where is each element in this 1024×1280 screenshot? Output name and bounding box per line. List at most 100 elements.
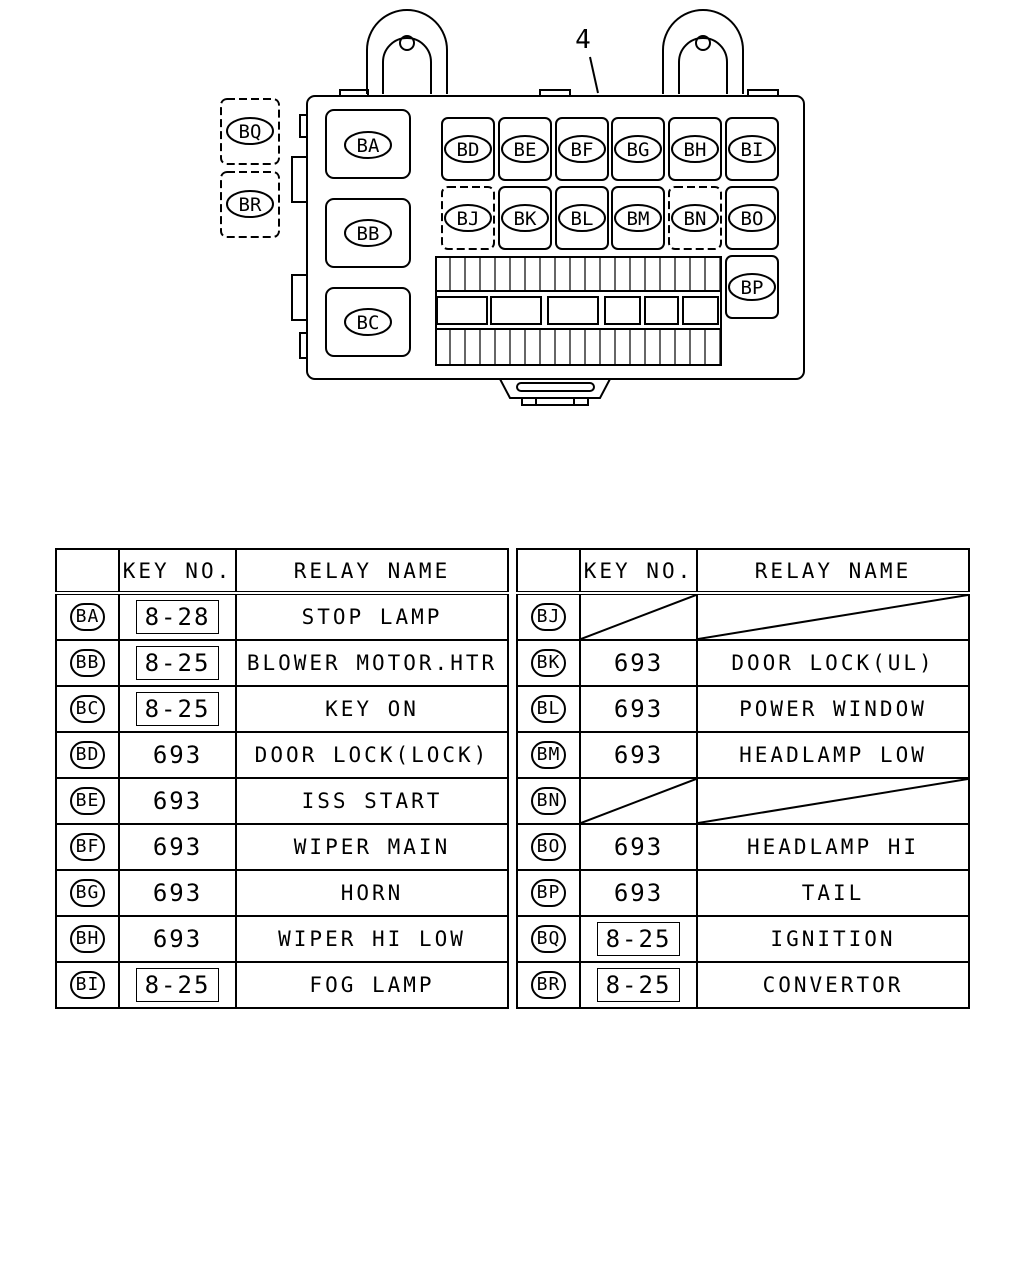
svg-text:BQ: BQ xyxy=(239,121,262,143)
key-no-cell: 693 xyxy=(118,915,237,963)
relay-name-cell: IGNITION xyxy=(696,915,970,963)
relay-name: DOOR LOCK(LOCK) xyxy=(254,743,490,767)
relay-code: BG xyxy=(69,879,106,907)
relay-code-cell: BM xyxy=(516,731,581,779)
relay-name-cell: BLOWER MOTOR.HTR xyxy=(235,639,509,687)
relay-label-bd: BD xyxy=(444,135,492,163)
svg-text:BE: BE xyxy=(514,139,537,161)
relay-code: BM xyxy=(530,741,567,769)
relay-code-cell: BP xyxy=(516,869,581,917)
relay-code-cell: BK xyxy=(516,639,581,687)
relay-name: STOP LAMP xyxy=(301,605,443,629)
key-no-cell: 8-28 xyxy=(118,592,237,641)
key-no-cell: 693 xyxy=(118,823,237,871)
relay-code: BP xyxy=(530,879,567,907)
relay-code-cell: BC xyxy=(55,685,120,733)
relay-label-ba: BA xyxy=(344,131,392,159)
key-no-cell: 8-25 xyxy=(579,915,698,963)
svg-text:BN: BN xyxy=(684,208,707,230)
relay-label-bb: BB xyxy=(344,219,392,247)
empty-cell-slash xyxy=(698,779,968,823)
relay-label-bf: BF xyxy=(558,135,606,163)
relay-label-br: BR xyxy=(226,190,274,218)
key-no-cell: 693 xyxy=(579,823,698,871)
relay-code-cell: BQ xyxy=(516,915,581,963)
relay-name: ISS START xyxy=(301,789,443,813)
key-no: 693 xyxy=(152,787,203,815)
relay-code-cell: BJ xyxy=(516,592,581,641)
key-no: 8-25 xyxy=(596,922,681,956)
empty-cell-slash xyxy=(698,595,968,639)
key-no-cell: 8-25 xyxy=(579,961,698,1009)
svg-text:BF: BF xyxy=(571,139,594,161)
relay-name: HEADLAMP LOW xyxy=(739,743,927,767)
relay-code-cell: BL xyxy=(516,685,581,733)
relay-box-body xyxy=(306,95,805,380)
relay-code: BC xyxy=(69,695,106,723)
relay-code: BR xyxy=(530,971,567,999)
relay-label-bq: BQ xyxy=(226,117,274,145)
key-no: 693 xyxy=(152,833,203,861)
key-no-cell: 693 xyxy=(579,639,698,687)
svg-text:BP: BP xyxy=(741,277,764,299)
relay-code-cell: BO xyxy=(516,823,581,871)
svg-text:BB: BB xyxy=(357,223,380,245)
right-mount-ear xyxy=(662,9,744,94)
relay-label-bk: BK xyxy=(501,204,549,232)
relay-name: IGNITION xyxy=(770,927,896,951)
table-row: BG 693 HORN xyxy=(55,869,509,917)
relay-label-be: BE xyxy=(501,135,549,163)
relay-code-cell: BI xyxy=(55,961,120,1009)
relay-code: BK xyxy=(530,649,567,677)
relay-code-cell: BG xyxy=(55,869,120,917)
relay-code: BB xyxy=(69,649,106,677)
svg-text:BH: BH xyxy=(684,139,707,161)
table-row: BM 693 HEADLAMP LOW xyxy=(516,731,970,779)
relay-code: BQ xyxy=(530,925,567,953)
relay-code: BJ xyxy=(530,603,567,631)
svg-text:BR: BR xyxy=(239,194,262,216)
left-mount-hole xyxy=(399,35,415,51)
relay-code-cell: BD xyxy=(55,731,120,779)
relay-name-cell: KEY ON xyxy=(235,685,509,733)
relay-name-cell: ISS START xyxy=(235,777,509,825)
svg-text:BL: BL xyxy=(571,208,594,230)
relay-code-cell: BH xyxy=(55,915,120,963)
relay-label-bi: BI xyxy=(728,135,776,163)
relay-label-bc: BC xyxy=(344,308,392,336)
relay-name: FOG LAMP xyxy=(309,973,435,997)
key-no: 693 xyxy=(152,879,203,907)
relay-name-cell: DOOR LOCK(LOCK) xyxy=(235,731,509,779)
key-no-cell: 693 xyxy=(118,777,237,825)
svg-text:BO: BO xyxy=(741,208,764,230)
part-number-label: 4 xyxy=(575,25,591,55)
relay-label-bj: BJ xyxy=(444,204,492,232)
key-no: 693 xyxy=(613,741,664,769)
relay-name-cell: POWER WINDOW xyxy=(696,685,970,733)
relay-label-bg: BG xyxy=(614,135,662,163)
relay-label-bl: BL xyxy=(558,204,606,232)
key-no-cell: 693 xyxy=(118,869,237,917)
table-row: BJ xyxy=(516,592,970,641)
relay-name-cell: HORN xyxy=(235,869,509,917)
relay-name: WIPER MAIN xyxy=(293,835,451,859)
relay-name-cell: DOOR LOCK(UL) xyxy=(696,639,970,687)
relay-code-cell: BN xyxy=(516,777,581,825)
relay-name-cell xyxy=(696,777,970,825)
header-relay-name: RELAY NAME xyxy=(696,548,970,595)
relay-name-cell: FOG LAMP xyxy=(235,961,509,1009)
empty-cell-slash xyxy=(581,595,696,639)
key-no-cell: 693 xyxy=(579,869,698,917)
svg-text:BD: BD xyxy=(457,139,480,161)
key-no: 693 xyxy=(152,925,203,953)
